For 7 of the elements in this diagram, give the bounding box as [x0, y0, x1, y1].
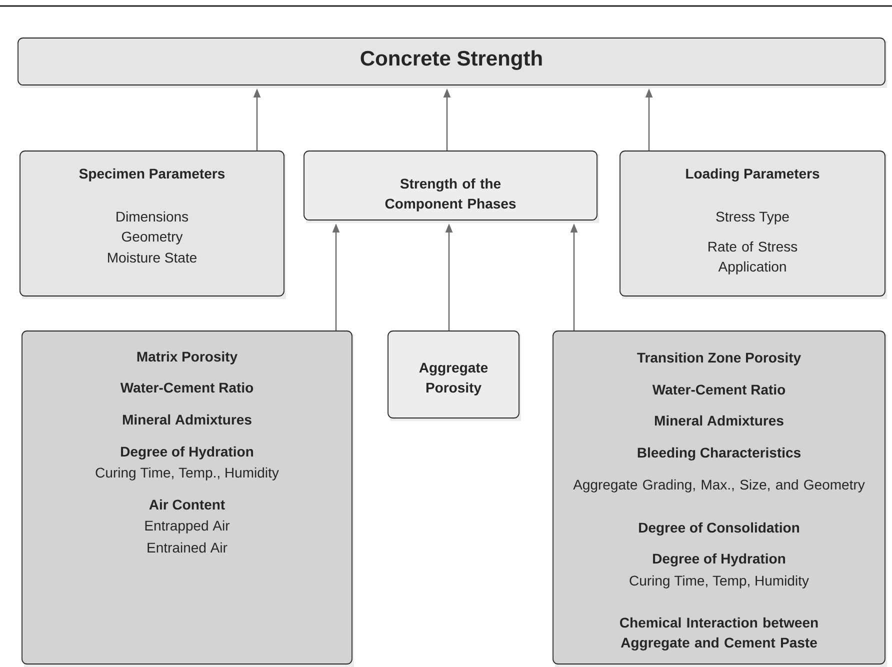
factor-box: Transition Zone Porosity Water-Cement Ratio Mineral Admixtures Bleeding Characteristics Aggregate Grading, Max., Size, and Geometry Degree of Consolidation Degree of Hydration Curing Time, Temp, Humidity Chemical Interaction between Aggregate and Cement Paste — [552, 330, 887, 667]
factor-box: Strength of the Component Phases — [304, 150, 599, 223]
factor-box: Matrix Porosity Water-Cement Ratio Mineral Admixtures Degree of Hydration Curing Time, Temp., Humidity Air Content Entrapped Air Entrained Air — [22, 330, 354, 667]
factor-box: Specimen Parameters Dimensions Geometry Moisture State — [20, 150, 286, 299]
factor-box: Aggregate Porosity — [388, 330, 521, 421]
title-box: Concrete Strength — [18, 38, 887, 88]
factor-box: Loading Parameters Stress Type Rate of Stress Application — [620, 150, 887, 299]
